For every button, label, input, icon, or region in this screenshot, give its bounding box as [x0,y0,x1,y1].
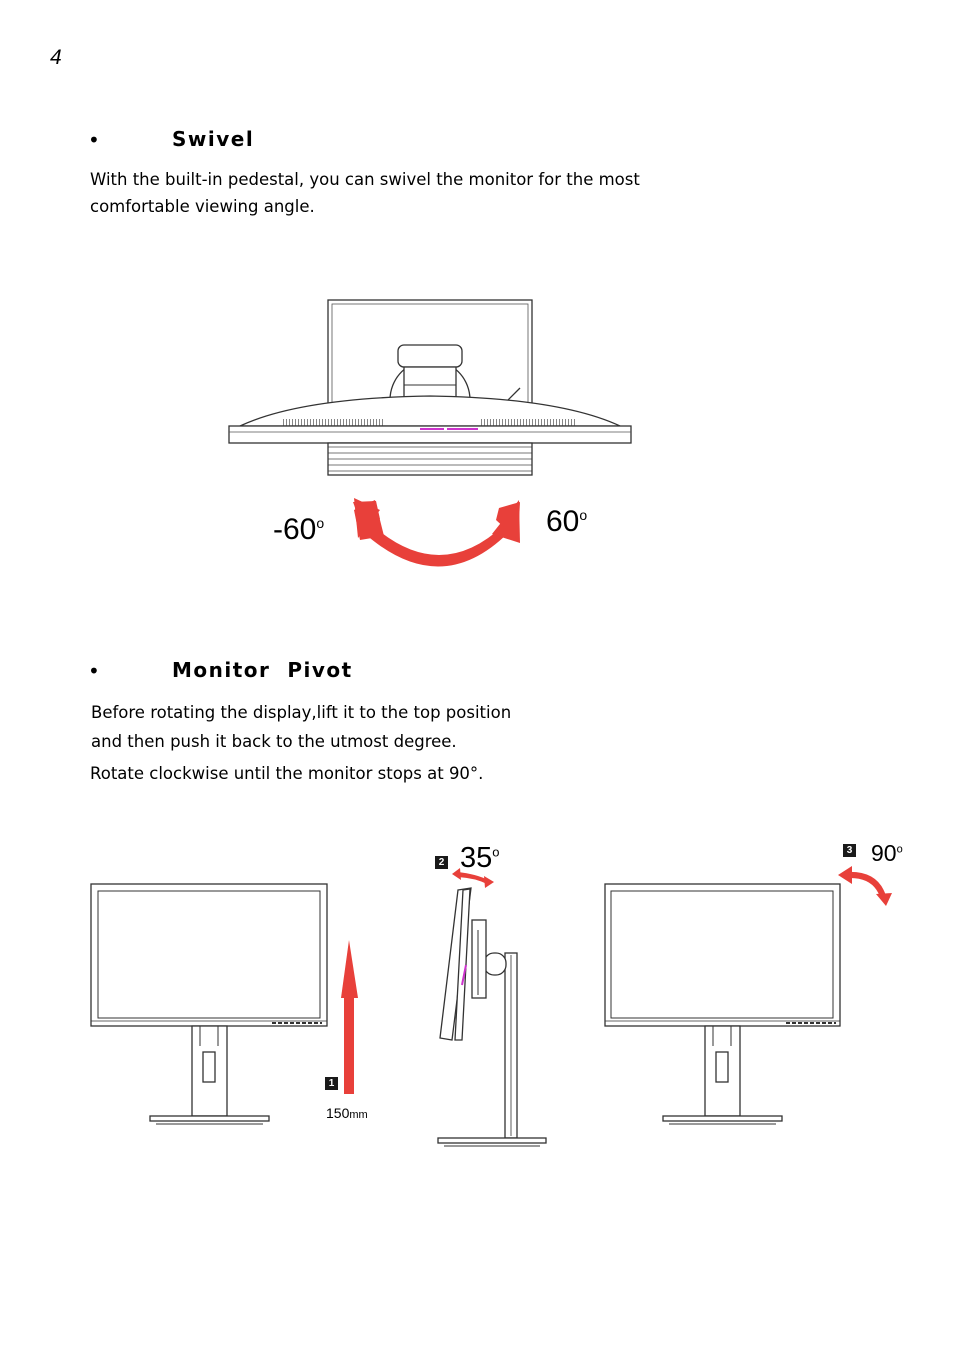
page-number: 4 [50,46,62,69]
pivot-monitor-front-1 [90,883,328,1125]
swivel-angle-left-value: -60 [273,513,317,546]
swivel-heading: Swivel [172,127,255,151]
step-3-label: 90o [871,840,903,867]
step-1-badge: 1 [325,1077,338,1090]
degree-mark: o [492,844,500,860]
pivot-line-1: Before rotating the display,lift it to t… [91,703,512,722]
pivot-angle-value: 90 [871,840,897,866]
swivel-angle-right-value: 60 [546,505,580,538]
swivel-text-line-2: comfortable viewing angle. [90,197,315,216]
pivot-line-3: Rotate clockwise until the monitor stops… [90,764,484,783]
step-1-label: 150mm [326,1105,368,1121]
tilt-arrow [452,868,494,888]
tilt-angle-value: 35 [460,842,493,874]
step-2-label: 35o [460,842,500,875]
lift-height-value: 150 [326,1105,350,1121]
swivel-monitor-top-view [239,395,621,427]
pivot-bullet: • [88,659,100,683]
step-3-badge: 3 [843,844,856,857]
swivel-base [327,442,533,476]
lift-arrow [341,940,358,1094]
swivel-angle-right: 60o [546,505,587,539]
lift-height-unit: mm [349,1109,368,1121]
degree-mark: o [316,515,325,531]
degree-mark: o [896,843,903,856]
pivot-monitor-side [437,887,547,1147]
rotate-arrow [838,866,892,906]
pivot-heading: Monitor Pivot [172,658,353,682]
swivel-bullet: • [88,128,100,152]
swivel-angle-left: -60o [273,513,324,547]
pivot-line-2: and then push it back to the utmost degr… [91,732,457,751]
swivel-description: With the built-in pedestal, you can swiv… [90,166,640,220]
degree-mark: o [579,507,588,523]
step-2-badge: 2 [435,856,448,869]
swivel-text-line-1: With the built-in pedestal, you can swiv… [90,170,640,189]
pivot-monitor-front-2 [604,883,841,1125]
